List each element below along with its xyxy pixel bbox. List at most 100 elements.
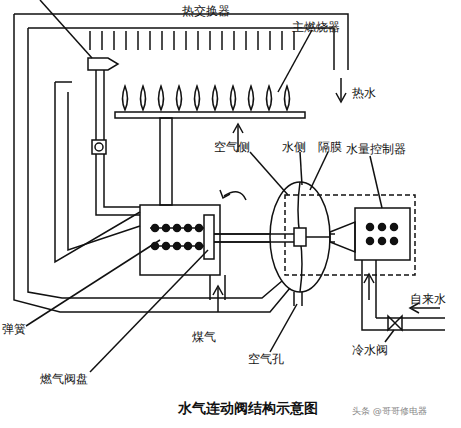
controller-spring	[379, 238, 386, 245]
leader-line	[300, 152, 302, 185]
burner-manifold	[115, 112, 305, 118]
inner-pipe-left	[55, 82, 140, 262]
pilot-valve	[92, 140, 106, 154]
burner-flame	[177, 86, 182, 110]
burner-flame	[285, 86, 290, 110]
pilot-valve-hole	[95, 143, 103, 151]
leader-line	[250, 152, 288, 195]
cold-water-pipe	[362, 260, 376, 318]
burner-flame	[141, 86, 146, 110]
spring-coil	[196, 243, 203, 250]
pilot-tube	[103, 70, 105, 140]
part-label: 弹簧	[2, 322, 26, 336]
burner-flame	[159, 86, 164, 110]
burner-flame	[123, 86, 128, 110]
part-label: 煤气	[192, 330, 216, 344]
part-label: 冷水阀	[352, 343, 388, 357]
heat-exchanger-fin	[125, 31, 127, 50]
air-hole	[294, 292, 302, 306]
part-label: 隔膜	[318, 140, 342, 154]
flow-arrow	[340, 78, 342, 100]
spring-coil	[163, 225, 170, 232]
part-label: 自来水	[410, 292, 446, 306]
spring-coil	[174, 243, 181, 250]
arrow-head	[220, 190, 230, 198]
leader-line	[385, 330, 394, 342]
flow-arrow	[412, 307, 440, 309]
inner-pipe-top	[55, 81, 72, 83]
leader-line	[270, 304, 297, 352]
diaphragm-plate	[294, 228, 306, 246]
spring-coil	[152, 225, 159, 232]
part-label: 热水	[352, 86, 376, 100]
heat-exchanger-fin	[137, 31, 139, 50]
burner-flame	[267, 86, 272, 110]
heat-exchanger-fin	[221, 31, 223, 50]
pilot-tube	[104, 154, 140, 207]
controller-spring	[367, 238, 374, 245]
heat-exchanger-fin	[161, 31, 163, 50]
burner-flame	[249, 86, 254, 110]
leader-line	[40, 0, 92, 58]
water-pipe-inner	[28, 28, 282, 298]
heat-exchanger-fin	[269, 31, 271, 50]
leader-line	[26, 240, 160, 326]
spring-coil	[185, 225, 192, 232]
part-label: 水量控制器	[346, 142, 406, 156]
watermark: 头条 @哥哥修电器	[352, 404, 427, 418]
heat-exchanger-fin	[257, 31, 259, 50]
heat-exchanger-fin	[89, 31, 91, 50]
controller-spring	[367, 224, 374, 231]
hot-water-pipe-inner	[28, 28, 334, 70]
arrow-head	[364, 274, 374, 283]
controller-spring	[391, 224, 398, 231]
gas-stem	[160, 118, 172, 205]
heat-exchanger-fin	[185, 31, 187, 50]
hot-water-pipe-outer	[14, 14, 348, 70]
part-label: 热交换器	[182, 4, 230, 18]
venturi-cone	[330, 222, 355, 252]
water-pipe-outer	[14, 14, 290, 312]
heat-exchanger-fin	[149, 31, 151, 50]
water-controller-box	[355, 208, 410, 260]
leader-line	[90, 250, 208, 372]
cold-water-pipe	[362, 318, 445, 330]
heat-exchanger-fin	[233, 31, 235, 50]
flow-arrow	[217, 288, 219, 312]
flow-arrow	[368, 276, 370, 300]
spring-coil	[185, 243, 192, 250]
valve-shaft	[214, 233, 294, 235]
controller-spring	[391, 238, 398, 245]
leader-line	[370, 156, 382, 208]
spring-coil	[163, 243, 170, 250]
heat-exchanger-fin	[113, 31, 115, 50]
pilot-tube	[96, 154, 140, 215]
leader-line	[310, 152, 328, 190]
burner-flame	[213, 86, 218, 110]
arrow-head	[233, 124, 243, 133]
spring-coil	[196, 225, 203, 232]
valve-shaft	[214, 241, 294, 243]
caption: 水气连动阀结构示意图	[178, 400, 318, 418]
arrow-head	[336, 93, 346, 102]
heat-exchanger-fin	[209, 31, 211, 50]
spring-coil	[174, 225, 181, 232]
gas-valve-body	[140, 205, 220, 275]
cold-water-valve	[388, 316, 402, 330]
heat-exchanger-fin	[281, 31, 283, 50]
part-label: 空气孔	[248, 352, 284, 366]
water-controller-frame	[285, 195, 415, 275]
pilot-burner	[88, 58, 118, 70]
arrow-head	[213, 286, 223, 295]
heat-exchanger-fin	[245, 31, 247, 50]
part-label: 水侧	[282, 140, 306, 154]
leader-line	[278, 30, 312, 92]
pilot-tube	[95, 70, 97, 140]
burner-flame	[195, 86, 200, 110]
part-label: 空气侧	[214, 140, 250, 154]
heat-exchanger-fin	[101, 31, 103, 50]
heat-exchanger-fin	[173, 31, 175, 50]
valve-shaft	[306, 236, 330, 238]
